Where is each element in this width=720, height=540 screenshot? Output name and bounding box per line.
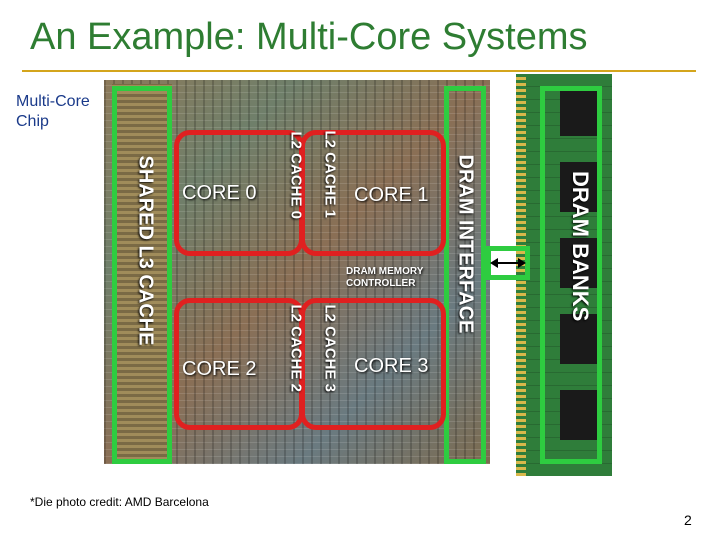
l2-cache-1-label: L2 CACHE 1 [321,130,339,219]
core-3-label: CORE 3 [354,355,429,377]
l2-cache-0-label: L2 CACHE 0 [287,131,305,220]
dram-interface-label: DRAM INTERFACE [454,154,477,334]
photo-credit: *Die photo credit: AMD Barcelona [30,495,209,509]
l2-cache-3-label: L2 CACHE 3 [321,304,339,393]
link-highlight [486,246,530,280]
dram-chip [560,390,600,440]
l3-cache-highlight [112,86,172,464]
l3-cache-label: SHARED L3 CACHE [134,155,157,346]
memory-controller-label: DRAM MEMORY CONTROLLER [346,266,424,289]
dram-banks-label: DRAM BANKS [568,171,593,322]
slide-title: An Example: Multi-Core Systems [30,16,588,58]
bidirectional-arrow-icon [490,258,526,268]
dram-chip [560,162,600,212]
dram-chip [560,238,600,288]
core-0-label: CORE 0 [182,182,257,204]
dram-chip [560,314,600,364]
core1-highlight [300,130,446,256]
core3-highlight [300,298,446,430]
dram-banks-highlight [540,86,602,464]
chip-label: Multi-Core Chip [16,93,90,130]
title-underline [22,70,696,72]
dram-chip [560,86,600,136]
core-1-label: CORE 1 [354,184,429,206]
page-number: 2 [684,512,692,528]
core-2-label: CORE 2 [182,358,257,380]
l2-cache-2-label: L2 CACHE 2 [287,304,305,393]
l3-cache-area [112,84,172,460]
dram-interface-highlight [444,86,486,464]
